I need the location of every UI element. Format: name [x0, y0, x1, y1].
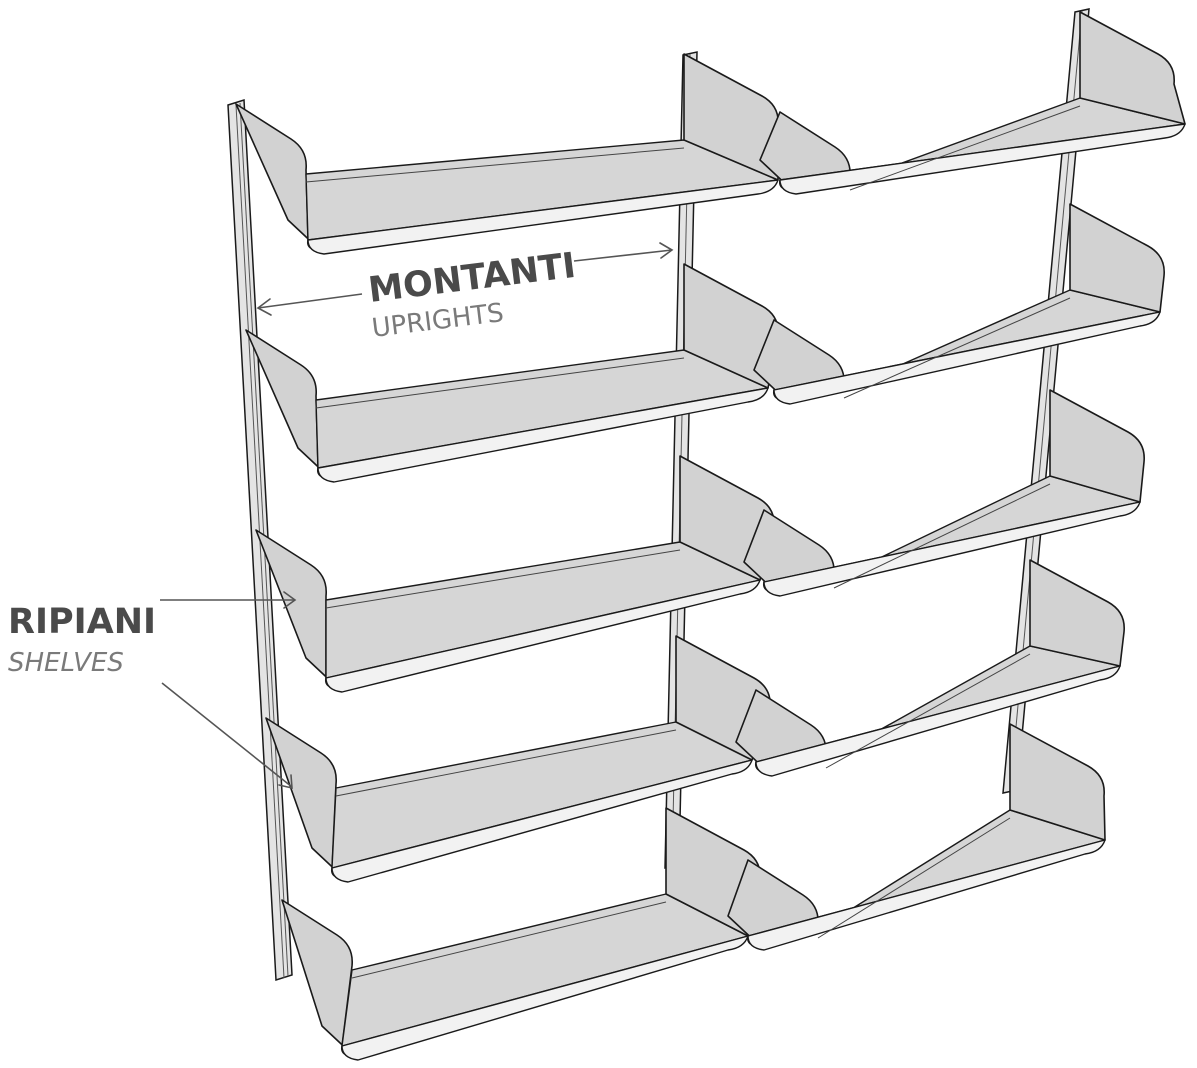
arrow-shelves-upper: [160, 591, 297, 609]
shelf-row4-left: [265, 635, 771, 883]
shelf-row2-left: [245, 263, 779, 483]
shelf-row5-right: [727, 723, 1106, 951]
shelves-label-sub: SHELVES: [8, 648, 124, 678]
annotation-arrows: [160, 242, 674, 790]
shelf-row1-right: [759, 11, 1186, 195]
shelf-row1-left: [235, 53, 779, 255]
arrow-uprights-right: [573, 242, 674, 262]
shelf-row2-right: [753, 203, 1165, 405]
shelf-row4-right: [735, 559, 1125, 777]
arrow-shelves-lower: [161, 682, 293, 790]
shelf-row3-left: [255, 455, 775, 693]
shelves: [235, 11, 1186, 1061]
shelf-row3-right: [743, 389, 1145, 597]
arrow-uprights-left: [256, 293, 363, 316]
shelves-label-main: RIPIANI: [8, 602, 156, 642]
